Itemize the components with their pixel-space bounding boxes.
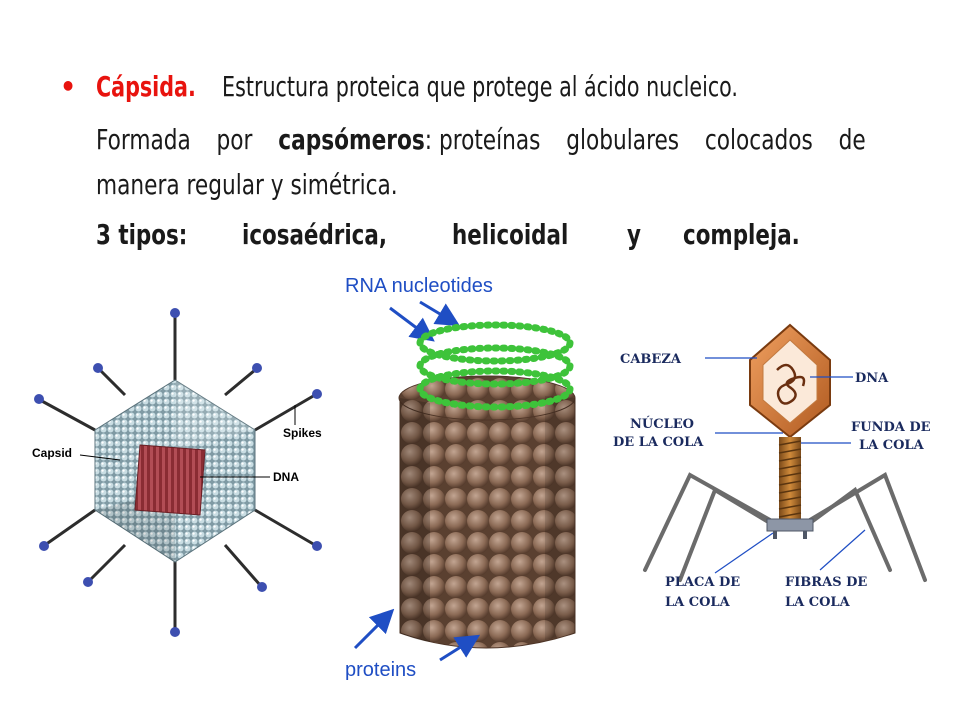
- line-3: manera regular y simétrica.: [96, 168, 398, 201]
- tail-fibers: [643, 472, 927, 582]
- word: globulares: [566, 123, 680, 156]
- word: por: [216, 123, 253, 156]
- dna-coil: [776, 363, 806, 405]
- dna-label: DNA: [273, 470, 299, 484]
- rna-nucleotides-label: RNA nucleotides: [345, 275, 493, 297]
- word: de: [838, 123, 866, 156]
- dna-core: [134, 444, 206, 516]
- spikes: [39, 315, 316, 630]
- capsid-label: Capsid: [32, 446, 72, 460]
- types-line: 3 tipos: icosaédrica, helicoidal y compl…: [96, 216, 820, 254]
- word: Formada: [96, 123, 191, 156]
- type-helical: helicoidal: [451, 218, 568, 251]
- label-lines: [705, 357, 866, 574]
- word: colocados: [704, 123, 813, 156]
- helical-virus-figure: RNA nucleotides proteins: [345, 275, 576, 681]
- funda-label-1: FUNDA DE: [851, 420, 931, 435]
- type-connector: y: [627, 218, 642, 251]
- term-capsida: Cápsida.: [96, 70, 196, 103]
- spikes-label: Spikes: [283, 426, 322, 440]
- bullet: •: [60, 70, 77, 103]
- types-label: 3 tipos:: [96, 218, 188, 251]
- type-icosahedral: icosaédrica,: [242, 218, 388, 251]
- word: : proteínas: [424, 123, 541, 156]
- proteins-label: proteins: [345, 659, 416, 681]
- funda-label-2: LA COLA: [859, 438, 925, 453]
- placa-label-2: LA COLA: [665, 595, 731, 610]
- icosahedral-virus-figure: Capsid Spikes DNA: [32, 308, 322, 637]
- nucleo-label-1: NÚCLEO: [630, 415, 694, 432]
- phage-dna-label: DNA: [855, 371, 889, 386]
- type-complex: compleja.: [682, 218, 800, 251]
- fibras-label-2: LA COLA: [785, 595, 851, 610]
- term-capsomeros: capsómeros: [278, 123, 425, 156]
- definition-text: Estructura proteica que protege al ácido…: [222, 70, 738, 103]
- fibras-label-1: FIBRAS DE: [785, 575, 867, 590]
- nucleo-label-2: DE LA COLA: [613, 435, 704, 450]
- cabeza-label: CABEZA: [620, 352, 682, 367]
- tail-rings: [778, 440, 802, 518]
- complex-virus-figure: CABEZA DNA NÚCLEO DE LA COLA FUNDA DE LA…: [613, 323, 931, 610]
- line-2: Formada por capsómeros: proteínas globul…: [96, 121, 866, 159]
- placa-label-1: PLACA DE: [665, 575, 740, 590]
- spike-knobs: [34, 308, 322, 637]
- base-plate: [766, 518, 814, 532]
- rna-helix: [416, 321, 574, 411]
